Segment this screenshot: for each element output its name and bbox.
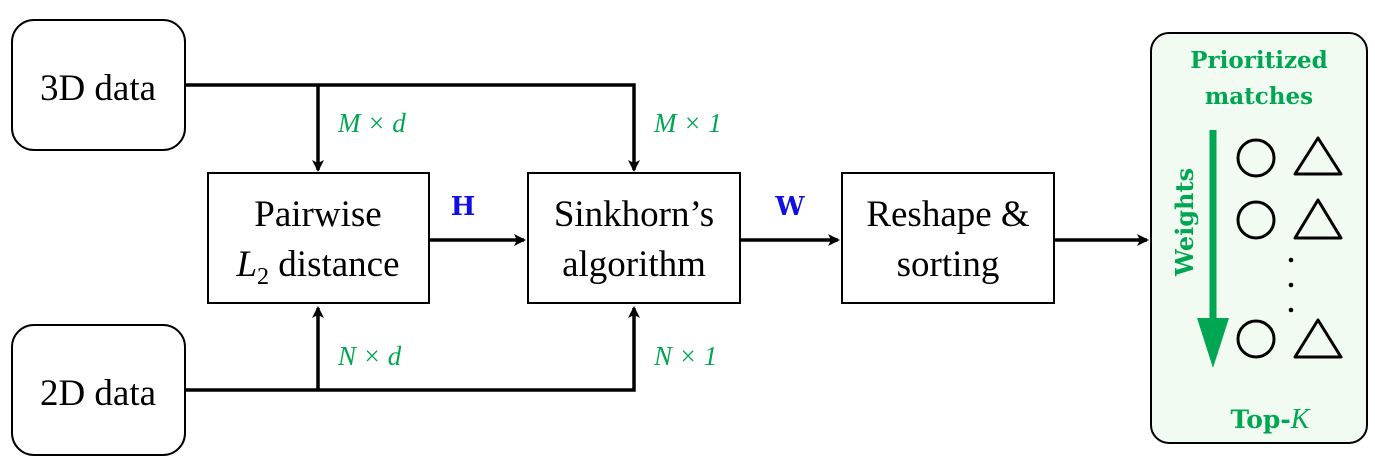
match-row-2 [1236, 198, 1343, 240]
input-3d-data: 3D data [11, 19, 186, 151]
vertical-ellipsis [1288, 257, 1294, 313]
input-3d-label: 3D data [40, 68, 156, 109]
label-w: W [774, 192, 805, 222]
sinkhorn-label-line1: Sinkhorn’s [554, 194, 714, 235]
label-n-by-d: N × d [337, 341, 402, 371]
prioritized-matches-panel: Prioritized matches Weights Top-K [1150, 32, 1368, 444]
reshape-label-line2: sorting [897, 244, 1000, 285]
weights-arrow [1197, 130, 1229, 368]
circle-icon [1236, 138, 1276, 178]
connector-2d [185, 306, 640, 392]
pairwise-label-line1: Pairwise [254, 194, 381, 235]
connector-3d [185, 83, 640, 172]
triangle-icon [1293, 136, 1343, 176]
triangle-icon [1293, 198, 1343, 240]
match-row-3 [1236, 318, 1343, 359]
reshape-sorting-block: Reshape & sorting [841, 172, 1055, 304]
circle-icon [1236, 319, 1276, 359]
panel-title-line2: matches [1205, 83, 1313, 110]
panel-footer: Top-K [1231, 404, 1311, 435]
circle-icon [1236, 200, 1276, 240]
sinkhorn-label-line2: algorithm [562, 244, 706, 285]
sinkhorn-block: Sinkhorn’s algorithm [527, 172, 741, 304]
pairwise-distance-block: Pairwise L2 distance [207, 172, 430, 304]
input-2d-label: 2D data [40, 373, 156, 414]
input-2d-data: 2D data [11, 324, 186, 456]
label-m-by-d: M × d [337, 108, 406, 138]
match-row-1 [1236, 136, 1343, 178]
label-m-by-1: M × 1 [653, 108, 722, 138]
label-h: H [451, 192, 476, 222]
pairwise-label-line2: L2 distance [235, 244, 399, 290]
panel-title-line1: Prioritized [1190, 47, 1327, 74]
reshape-label-line1: Reshape & [866, 194, 1030, 235]
weights-label: Weights [1170, 168, 1199, 277]
label-n-by-1: N × 1 [653, 341, 717, 371]
triangle-icon [1293, 318, 1343, 359]
